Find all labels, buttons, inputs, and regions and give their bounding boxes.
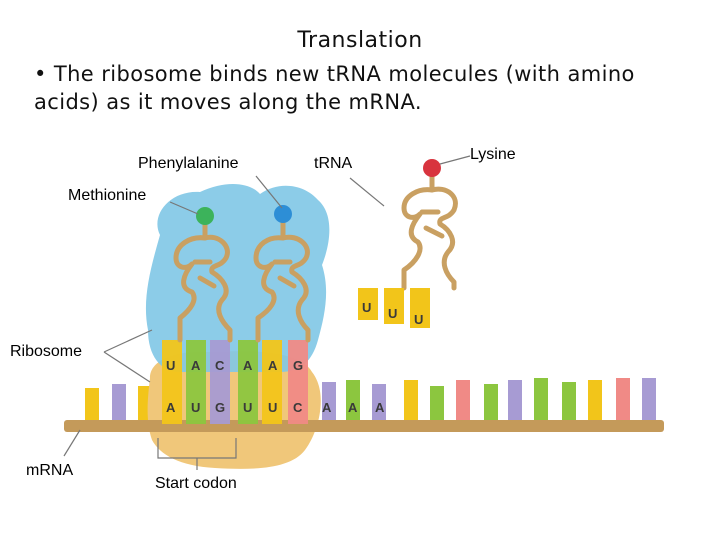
phenylalanine-label: Phenylalanine <box>138 155 239 172</box>
mrna-base <box>616 378 630 430</box>
codon-letter: G <box>215 400 225 415</box>
trna-lysine <box>401 173 458 291</box>
methionine-leader <box>169 201 199 215</box>
codon-letter: A <box>348 400 358 415</box>
trna-phenylalanine <box>253 217 311 343</box>
free-anticodon-letter: U <box>388 306 397 321</box>
mrna-base <box>642 378 656 430</box>
phenylalanine-leader <box>255 175 283 209</box>
free-anticodon-base <box>410 288 430 328</box>
mrna-base <box>372 384 386 430</box>
anticodon-letter: C <box>215 358 225 373</box>
free-anticodon-base <box>384 288 404 324</box>
mrna-base <box>484 384 498 430</box>
mrna-base <box>404 380 418 430</box>
codon-letter: C <box>293 400 303 415</box>
trna-label: tRNA <box>314 155 353 172</box>
mrna-backbone <box>64 420 664 432</box>
codon-letter: U <box>191 400 200 415</box>
mrna-base <box>456 380 470 430</box>
mrna-base <box>322 382 336 430</box>
trna-leader <box>349 177 385 207</box>
codon-columns <box>162 340 308 424</box>
anticodon-letter: A <box>243 358 253 373</box>
mrna-base <box>346 380 360 430</box>
codon-base <box>162 340 182 424</box>
slide-bullet-text: • The ribosome binds new t​RNA molecules… <box>34 62 635 114</box>
codon-letter: A <box>322 400 332 415</box>
ribosome-leader-2 <box>103 351 151 383</box>
anticodon-letters: U A C A A G <box>166 358 303 373</box>
codon-letter: A <box>375 400 385 415</box>
slide-title: Translation <box>297 28 423 53</box>
anticodon-letter: A <box>268 358 278 373</box>
codon-letter: U <box>243 400 252 415</box>
mrna-leader <box>63 429 81 457</box>
free-anticodon-letter: U <box>362 300 371 315</box>
lysine-label: Lysine <box>470 146 516 163</box>
lysine-amino-acid <box>423 159 441 177</box>
mrna-base <box>430 386 444 430</box>
leader-lines <box>63 155 471 470</box>
codon-base <box>262 340 282 424</box>
start-codon-label: Start codon <box>155 475 237 492</box>
mrna-base <box>85 388 99 430</box>
free-anticodon-base <box>358 288 378 320</box>
mrna-base <box>534 378 548 430</box>
codon-base <box>186 340 206 424</box>
anticodon-letter: U <box>166 358 175 373</box>
mrna-label: mRNA <box>26 462 74 479</box>
mrna-base <box>112 384 126 430</box>
methionine-label: Methionine <box>68 187 147 204</box>
codon-letter: A <box>166 400 176 415</box>
codon-base <box>288 340 308 424</box>
anticodon-letter: A <box>191 358 201 373</box>
anticodon-letter: G <box>293 358 303 373</box>
free-anticodon-letter: U <box>414 312 423 327</box>
trna-methionine <box>173 219 233 343</box>
mrna-base <box>508 380 522 430</box>
mrna-base <box>562 382 576 430</box>
codon-base <box>210 340 230 424</box>
lysine-leader <box>439 155 471 165</box>
codon-letter: U <box>268 400 277 415</box>
ribosome-label: Ribosome <box>10 343 83 360</box>
ribosome-leader-1 <box>103 329 153 353</box>
methionine-amino-acid <box>196 207 214 225</box>
mrna-codon-letters: A U G U U C A A A <box>166 400 385 415</box>
mrna-base <box>588 380 602 430</box>
free-anticodon-bases: U U U <box>358 288 430 328</box>
phenylalanine-amino-acid <box>274 205 292 223</box>
codon-base <box>238 340 258 424</box>
